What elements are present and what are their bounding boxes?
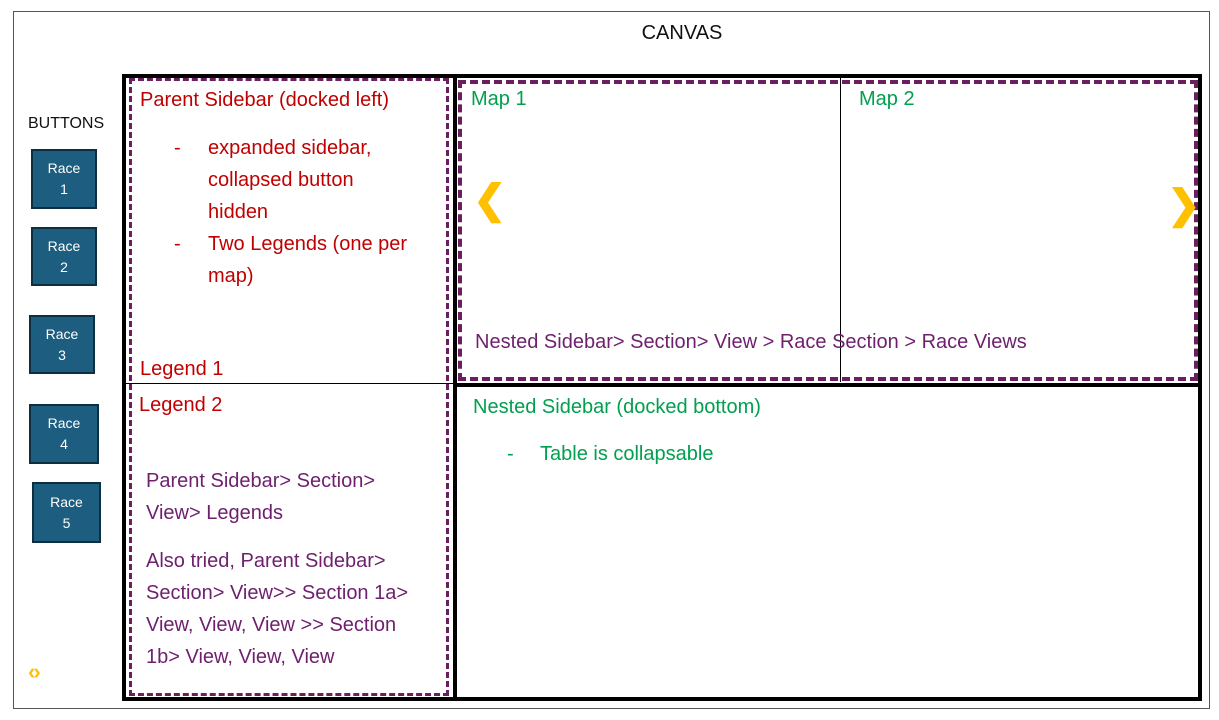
legend-divider <box>125 383 455 384</box>
parent-sidebar-title: Parent Sidebar (docked left) <box>140 89 390 111</box>
race-button-label: Race <box>50 493 83 510</box>
map-1-label: Map 1 <box>471 88 527 110</box>
race-button-label: Race <box>47 415 81 431</box>
nested-sidebar-path: Nested Sidebar> Section> View > Race Sec… <box>475 331 1027 353</box>
nested-sidebar-outline <box>458 80 1198 381</box>
bullet-dash: - <box>174 137 181 159</box>
legend-1-label: Legend 1 <box>140 358 224 380</box>
collapse-toggle-icon[interactable]: ‹› <box>28 659 41 684</box>
note-line: Also tried, Parent Sidebar> <box>146 550 386 572</box>
note-line: 1b> View, View, View <box>146 646 335 668</box>
bullet-line: expanded sidebar, <box>208 137 372 159</box>
bullet-text: expanded sidebar, collapsed button hidde… <box>208 132 371 228</box>
parent-sidebar-outline <box>129 78 449 696</box>
parent-sidebar-path: Parent Sidebar> Section> View> Legends <box>146 465 375 529</box>
also-tried-note: Also tried, Parent Sidebar> Section> Vie… <box>146 545 408 673</box>
legend-2-label: Legend 2 <box>139 394 223 416</box>
race-button-label: Race <box>47 160 81 176</box>
map-divider <box>840 76 841 382</box>
note-line: Section> View>> Section 1a> <box>146 582 409 604</box>
race-5-button[interactable]: Race 5 <box>32 482 101 543</box>
buttons-title: BUTTONS <box>28 115 105 132</box>
race-1-button[interactable]: Race 1 <box>31 149 97 209</box>
bullet-dash: - <box>174 233 181 255</box>
note-line: View, View, View >> Section <box>146 614 397 636</box>
race-2-button[interactable]: Race 2 <box>31 227 97 286</box>
race-button-number: 1 <box>60 181 68 197</box>
race-button-number: 3 <box>58 346 66 363</box>
race-4-button[interactable]: Race 4 <box>29 404 99 464</box>
sidebar-divider <box>453 74 457 701</box>
bottom-sidebar-bullet: Table is collapsable <box>540 443 714 465</box>
canvas-frame <box>13 11 1210 709</box>
race-button-number: 2 <box>60 258 68 275</box>
bullet-line: map) <box>208 265 254 287</box>
race-button-label: Race <box>47 237 81 254</box>
path-line: View> Legends <box>146 502 283 524</box>
bullet-line: hidden <box>208 201 269 223</box>
race-button-label: Race <box>45 325 79 342</box>
bullet-line: collapsed button <box>208 169 354 191</box>
race-3-button[interactable]: Race 3 <box>29 315 95 374</box>
bullet-line: Two Legends (one per <box>208 233 408 255</box>
path-line: Parent Sidebar> Section> <box>146 470 376 492</box>
maps-bottom-divider <box>455 383 1201 387</box>
bullet-text: Two Legends (one per map) <box>208 228 407 292</box>
layout-outer-box <box>122 74 1202 701</box>
bottom-sidebar-title: Nested Sidebar (docked bottom) <box>473 396 761 418</box>
race-button-number: 4 <box>60 436 68 452</box>
next-arrow-icon[interactable]: ❯ <box>1167 183 1201 227</box>
previous-arrow-icon[interactable]: ❮ <box>473 178 507 222</box>
race-button-number: 5 <box>62 514 71 531</box>
canvas-title: CANVAS <box>641 22 723 44</box>
bullet-dash: - <box>507 443 514 465</box>
map-2-label: Map 2 <box>859 88 915 110</box>
